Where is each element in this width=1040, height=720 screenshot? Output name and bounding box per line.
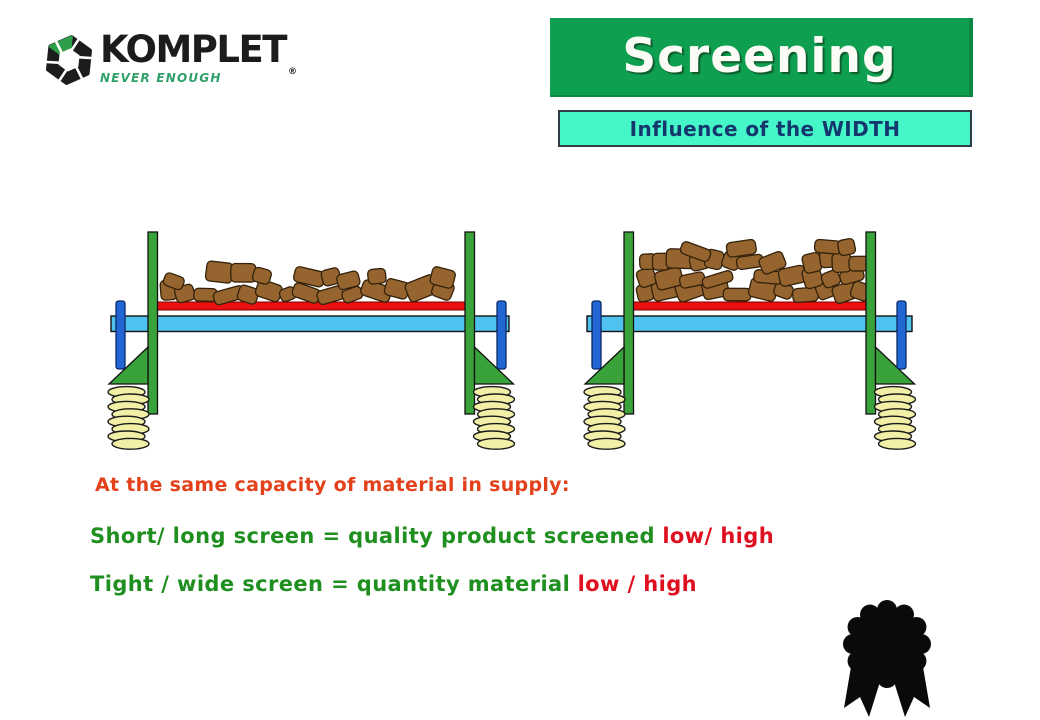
statement-quality: Short/ long screen = quality product scr…: [90, 524, 774, 548]
frame-post: [464, 231, 476, 415]
title-banner: Screening: [550, 18, 973, 97]
rock: [236, 284, 260, 305]
rock: [230, 262, 257, 283]
vibrating-beam: [586, 315, 913, 333]
komplet-logo: KOMPLET® NEVER ENOUGH: [43, 28, 333, 95]
rock: [837, 237, 857, 257]
rock: [722, 287, 752, 302]
support-bracket: [583, 345, 625, 385]
statement-quality-red: low/ high: [662, 524, 775, 548]
frame-post: [147, 231, 159, 415]
subtitle-banner: Influence of the WIDTH: [558, 110, 972, 147]
rock: [336, 270, 361, 291]
rock: [679, 241, 712, 263]
spring-coil: [877, 437, 917, 450]
statement-quantity-red: low / high: [577, 572, 698, 596]
statement-intro: At the same capacity of material in supp…: [95, 474, 570, 496]
rock: [251, 266, 272, 285]
screen-mesh: [633, 301, 867, 311]
brand-wordmark: KOMPLET®: [100, 28, 297, 77]
rock: [429, 266, 456, 289]
rock: [162, 272, 185, 291]
brand-tagline: NEVER ENOUGH: [100, 70, 222, 85]
slide-subtitle: Influence of the WIDTH: [629, 116, 901, 141]
rock: [701, 270, 734, 289]
screen-mesh: [157, 301, 466, 311]
spring-coil: [111, 437, 150, 450]
slide-title: Screening: [622, 29, 897, 84]
side-bar: [496, 300, 507, 370]
wide-screen-thin-layer: [107, 231, 516, 450]
rock: [791, 286, 819, 304]
rock: [725, 238, 757, 258]
spring-coil: [587, 437, 626, 450]
side-bar: [115, 300, 126, 370]
award-ribbon-icon: [843, 600, 931, 717]
support-bracket: [107, 345, 149, 385]
side-bar: [591, 300, 602, 370]
spring-coil: [476, 437, 516, 450]
registered-mark: ®: [288, 67, 297, 77]
frame-post: [623, 231, 635, 415]
support-bracket: [874, 345, 917, 385]
frame-post: [865, 231, 877, 415]
vibrating-beam: [110, 315, 510, 333]
rock: [758, 250, 787, 275]
support-bracket: [473, 345, 516, 385]
komplet-logo-icon: [43, 34, 95, 86]
side-bar: [896, 300, 907, 370]
statement-quantity-green: Tight / wide screen = quantity material: [90, 572, 571, 596]
tight-screen-thick-pile: [583, 231, 917, 450]
statement-quality-green: Short/ long screen = quality product scr…: [90, 524, 655, 548]
rock: [204, 260, 234, 284]
rock: [367, 267, 387, 285]
rosette-disc: [851, 608, 923, 680]
